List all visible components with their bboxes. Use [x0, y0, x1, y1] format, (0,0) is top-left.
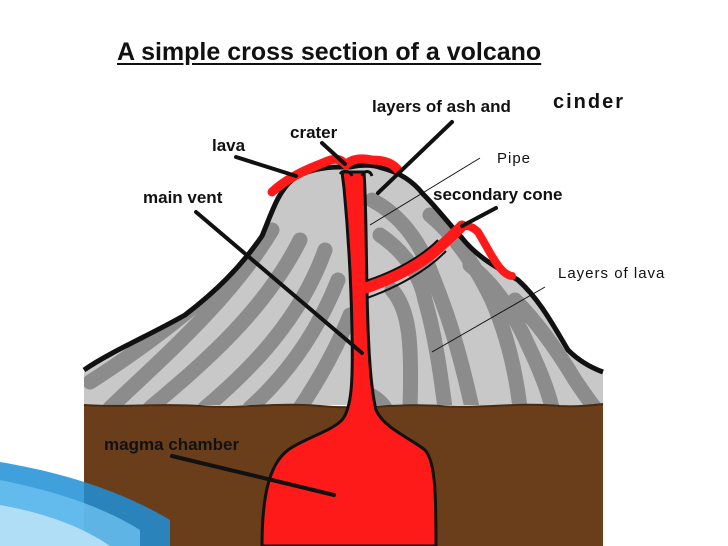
label-main-vent: main vent	[143, 188, 223, 207]
label-crater: crater	[290, 123, 338, 142]
diagram-title: A simple cross section of a volcano	[117, 38, 542, 66]
label-lava: lava	[212, 136, 246, 155]
label-layers-of-ash: layers of ash and	[372, 97, 511, 116]
leader-magma	[170, 454, 336, 497]
label-cinder: cinder	[553, 91, 626, 113]
label-layers-of-lava: Layers of lava	[558, 265, 666, 282]
leader-secondary-cone	[460, 206, 498, 228]
leader-layers-of-lava	[431, 286, 546, 353]
label-secondary-cone: secondary cone	[433, 185, 563, 204]
secondary-vent-edge-bottom	[366, 250, 447, 299]
leader-lines	[170, 120, 498, 497]
leader-ash	[376, 120, 454, 195]
slide-corner-decoration	[0, 462, 170, 546]
secondary-vent-edge-top	[365, 239, 439, 282]
thin-leader-lines	[369, 157, 546, 353]
label-pipe: Pipe	[497, 150, 532, 167]
leader-crater	[320, 141, 347, 166]
mountain-outline	[82, 162, 604, 375]
crater-outline	[338, 169, 374, 177]
leader-lava	[234, 155, 298, 178]
leader-pipe	[369, 157, 481, 226]
leader-main-vent	[194, 210, 364, 355]
label-magma-chamber: magma chamber	[104, 435, 240, 454]
